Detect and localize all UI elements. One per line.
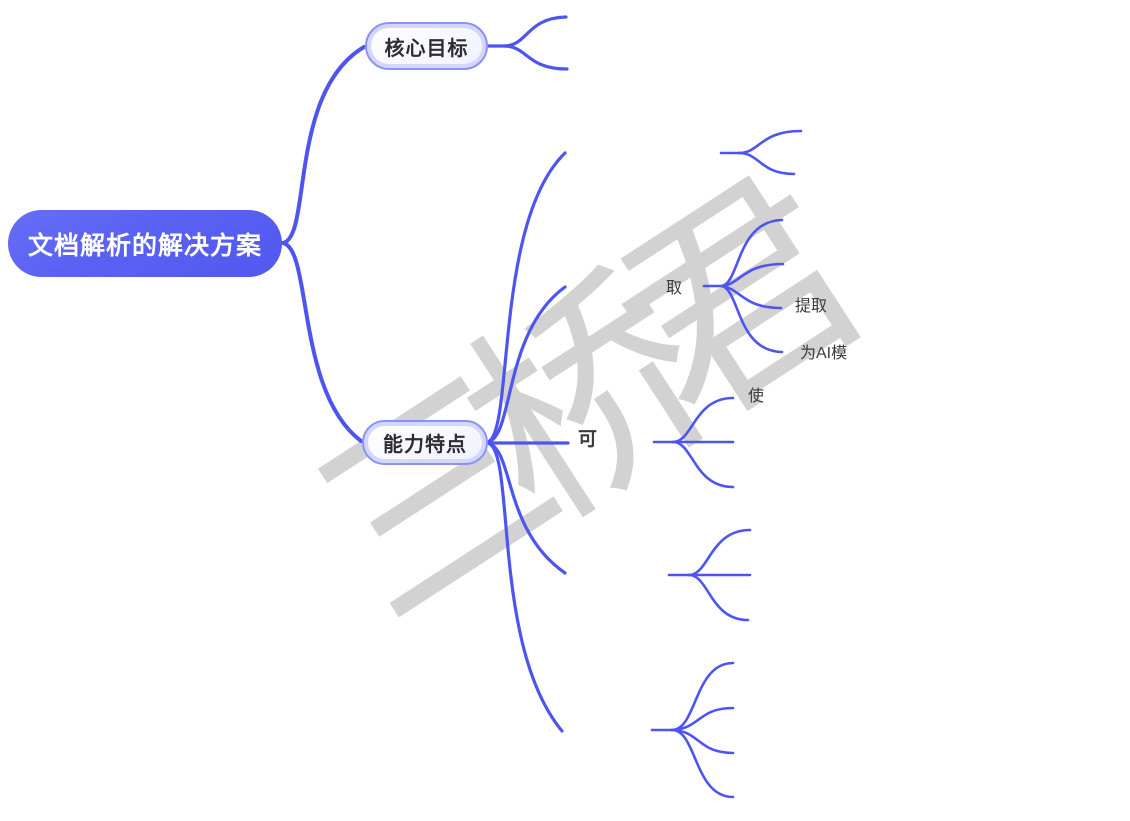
- link-core-goal-child-2: [502, 44, 569, 71]
- text-fragment-tiqu: 提取: [795, 298, 828, 315]
- root-topic[interactable]: 文档解析的解决方案: [8, 210, 282, 277]
- text-fragment-wei-ai-mo: 为AI模: [800, 345, 848, 362]
- link-child3-sub-1: [671, 396, 735, 444]
- link-child1-sub-2: [737, 151, 796, 176]
- text-fragment-shi: 使: [748, 388, 765, 405]
- link-root-to-core-goal: [281, 45, 366, 245]
- link-child2-sub-2: [720, 262, 785, 288]
- link-capability-child-5: [486, 441, 564, 733]
- link-child3-sub-3: [671, 440, 735, 489]
- link-capability-child-2: [486, 285, 567, 444]
- link-child5-sub-3: [670, 728, 735, 755]
- branch-topic-core-goal[interactable]: 核心目标: [365, 22, 488, 70]
- link-child2-sub-4: [720, 284, 784, 354]
- link-child5-sub-2: [670, 706, 735, 732]
- link-core-goal-child-1: [502, 15, 568, 48]
- text-fragment-qu: 取: [666, 280, 683, 297]
- branch-topic-capability[interactable]: 能力特点: [362, 420, 488, 465]
- link-child4-sub-3: [687, 573, 750, 622]
- link-child5-sub-4: [670, 728, 735, 799]
- link-child4-sub-1: [687, 528, 752, 577]
- link-child5-sub-1: [670, 661, 735, 732]
- link-capability-child-1: [486, 151, 567, 444]
- link-child1-sub-1: [737, 129, 803, 155]
- link-capability-child-4: [486, 441, 567, 575]
- link-child2-sub-1: [720, 218, 784, 288]
- link-root-to-capability: [281, 241, 363, 443]
- text-fragment-ke: 可: [578, 429, 598, 450]
